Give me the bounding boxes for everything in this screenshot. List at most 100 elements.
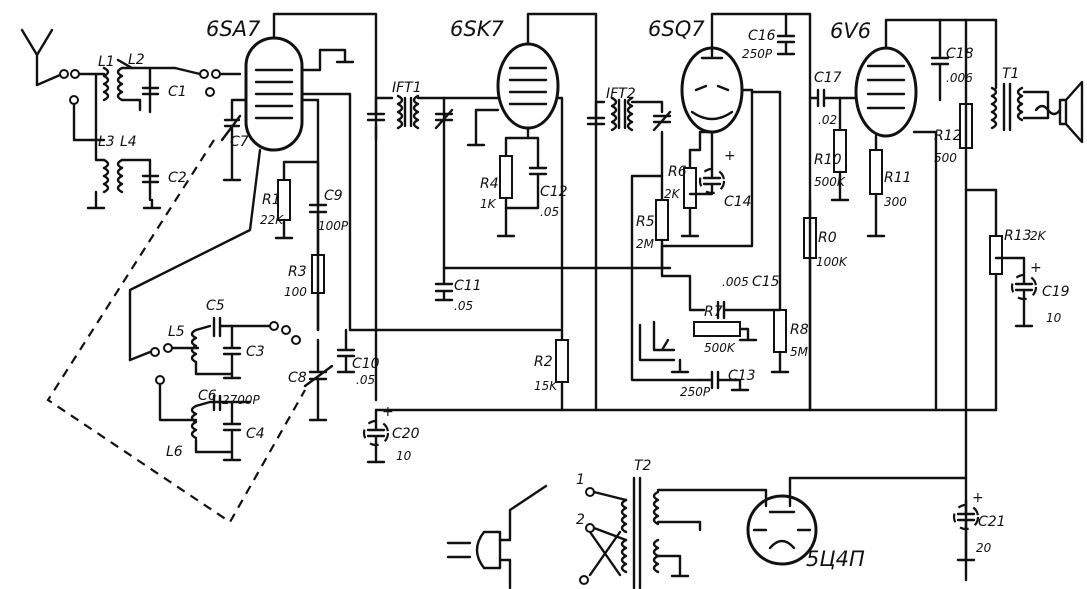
gang-link [46, 139, 306, 524]
value-r13: 2K [1030, 229, 1047, 243]
c11 [434, 266, 672, 302]
value-r7: 500K [704, 341, 736, 355]
label-r4: R4 [480, 176, 499, 192]
label-r6: R6 [668, 164, 687, 180]
value-c18: .006 [946, 71, 973, 85]
value-r5: 2M [636, 237, 655, 251]
polarity-c14: + [724, 148, 736, 164]
label-r1: R1 [262, 192, 281, 208]
label-c9: C9 [324, 188, 343, 204]
polarity-c19: + [1030, 260, 1042, 276]
label-r5: R5 [636, 214, 655, 230]
label-c19: C19 [1042, 284, 1070, 300]
value-r3: 100 [284, 285, 307, 299]
value-c16: 250P [742, 47, 773, 61]
value-r12: 500 [934, 151, 957, 165]
label-c13: C13 [728, 368, 756, 384]
label-r0: R0 [818, 230, 837, 246]
label-c16: C16 [748, 28, 776, 44]
label-c10: C10 [352, 356, 380, 372]
label-c8: C8 [288, 370, 307, 386]
output-transformer [930, 18, 1084, 582]
label-t2: T2 [634, 458, 652, 474]
oscillator-tank [128, 316, 356, 462]
label-c18: C18 [946, 46, 974, 62]
value-c11: .05 [454, 299, 473, 313]
value-r4: 1K [480, 197, 497, 211]
label-c21: C21 [978, 514, 1006, 530]
label-c20: C20 [392, 426, 420, 442]
value-c10: .05 [356, 373, 375, 387]
label-r10: R10 [814, 152, 842, 168]
tube-6sa7 [128, 12, 562, 402]
value-c19: 10 [1046, 311, 1062, 325]
value-c6: 2700P [222, 393, 261, 407]
value-c12: .05 [540, 205, 559, 219]
label-6sk7: 6SK7 [450, 17, 504, 41]
label-6sq7: 6SQ7 [648, 17, 705, 41]
power-supply [446, 476, 980, 589]
value-c21: 20 [976, 541, 992, 555]
label-c7: C7 [230, 134, 249, 150]
r1-c9-r3 [274, 160, 328, 332]
label-l1: L1 [98, 54, 115, 70]
value-r11: 300 [884, 195, 907, 209]
value-c9: 100P [318, 219, 349, 233]
label-t1: T1 [1002, 66, 1019, 82]
label-c14: C14 [724, 194, 752, 210]
value-c20: 10 [396, 449, 412, 463]
input-coils [72, 58, 242, 210]
ift2 [586, 96, 702, 382]
label-ift1: IFT1 [392, 80, 422, 96]
bplus-rail [362, 130, 998, 464]
label-r13: R13 [1004, 228, 1032, 244]
label-r3: R3 [288, 264, 307, 280]
label-c1: C1 [168, 84, 187, 100]
label-c15: C15 [752, 274, 780, 290]
label-c6: C6 [198, 388, 217, 404]
label-c11: C11 [454, 278, 482, 294]
value-r10: 500K [814, 175, 846, 189]
value-c13: 250P [680, 385, 711, 399]
label-r7: R7 [704, 304, 723, 320]
label-5c4p: 5Ц4П [806, 547, 865, 571]
tube-6sk7 [442, 12, 598, 412]
antenna [20, 28, 80, 105]
label-c12: C12 [540, 184, 568, 200]
label-c5: C5 [206, 298, 225, 314]
label-r2: R2 [534, 354, 553, 370]
label-c17: C17 [814, 70, 842, 86]
label-r12: R12 [934, 128, 962, 144]
polarity-c21: + [972, 490, 984, 506]
value-r0: 100K [816, 255, 848, 269]
value-r1: 22K [260, 213, 284, 227]
switch-pos-1: 1 [576, 472, 585, 488]
tube-6v6 [803, 18, 968, 412]
label-r11: R11 [884, 170, 912, 186]
label-c2: C2 [168, 170, 187, 186]
value-r6: 2K [664, 187, 681, 201]
value-r2: 15K [534, 379, 558, 393]
c16 [776, 12, 796, 56]
volume-control [638, 90, 790, 392]
value-c17: .02 [818, 113, 837, 127]
label-6v6: 6V6 [830, 19, 871, 43]
switch-pos-2: 2 [576, 512, 585, 528]
label-c4: C4 [246, 426, 265, 442]
label-l3: L3 [98, 134, 115, 150]
value-c15: .005 [722, 275, 749, 289]
tube-6sq7 [655, 12, 812, 412]
label-l5: L5 [168, 324, 185, 340]
polarity-c20: + [382, 404, 394, 420]
label-r8: R8 [790, 322, 809, 338]
value-r8: 5M [790, 345, 809, 359]
label-l2: L2 [128, 52, 145, 68]
label-l4: L4 [120, 134, 137, 150]
label-ift2: IFT2 [606, 86, 636, 102]
ift1 [366, 94, 454, 270]
label-l6: L6 [166, 444, 183, 460]
label-6sa7: 6SA7 [206, 17, 261, 41]
label-c3: C3 [246, 344, 265, 360]
